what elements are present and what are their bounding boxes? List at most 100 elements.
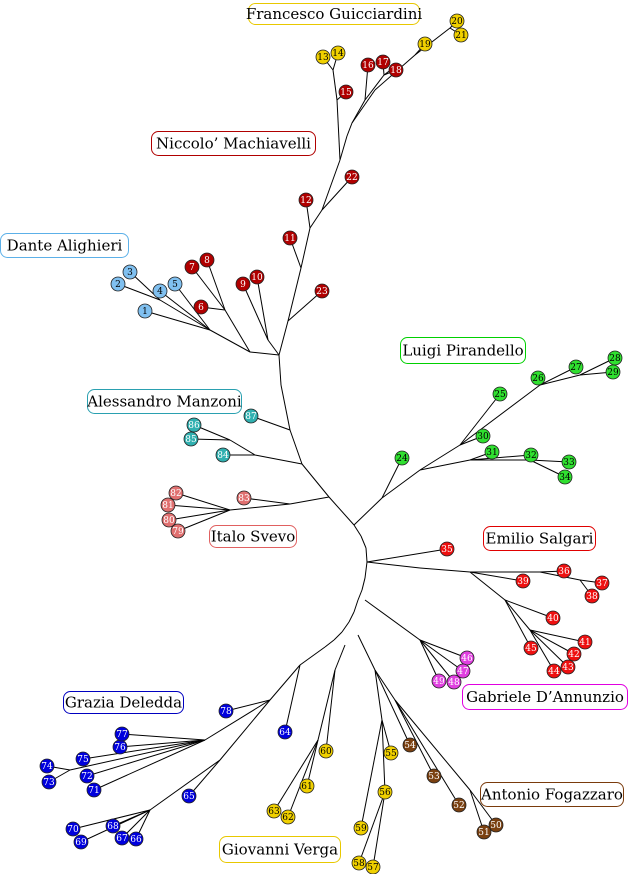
leaf-node: 36 <box>556 563 572 579</box>
leaf-node-label: 57 <box>367 863 379 873</box>
leaf-node: 14 <box>330 45 346 61</box>
branch-line <box>364 74 385 101</box>
leaf-node-label: 9 <box>240 280 246 290</box>
branch-line <box>419 639 468 659</box>
leaf-node-circle <box>594 575 610 591</box>
branch-line <box>144 310 211 331</box>
leaf-node-label: 77 <box>116 730 128 740</box>
branch-line <box>204 699 271 741</box>
leaf-node: 24 <box>394 450 410 466</box>
leaf-node-circle <box>515 573 531 589</box>
branch-line <box>372 791 386 868</box>
branch-line <box>381 469 421 499</box>
branch-line <box>360 719 383 829</box>
branch-line <box>167 504 231 511</box>
leaf-node: 46 <box>459 650 475 666</box>
author-name: Luigi Pirandello <box>402 342 523 360</box>
leaf-node: 69 <box>73 834 89 850</box>
leaf-node: 45 <box>523 640 539 656</box>
author-name: Niccolo’ Machiavelli <box>156 135 311 153</box>
leaf-node-label: 79 <box>172 527 184 537</box>
branch-line <box>414 27 451 56</box>
leaf-node-circle <box>330 45 346 61</box>
branch-line <box>287 267 302 322</box>
leaf-node-label: 42 <box>568 650 579 660</box>
leaf-node-label: 24 <box>396 454 408 464</box>
leaf-node: 62 <box>280 809 296 825</box>
leaf-node-label: 36 <box>558 567 570 577</box>
leaf-node: 81 <box>160 497 176 513</box>
branch-line <box>394 699 435 777</box>
author-label-fogazzaro: Antonio Fogazzaro <box>480 782 624 807</box>
author-label-salgari: Emilio Salgari <box>483 526 596 551</box>
leaf-node-circle <box>556 563 572 579</box>
branch-line <box>357 589 363 601</box>
leaf-node-circle <box>266 803 282 819</box>
branch-line <box>357 634 376 671</box>
branch-line <box>280 384 291 431</box>
leaf-node: 53 <box>426 768 442 784</box>
leaf-node-circle <box>375 54 391 70</box>
leaf-node: 51 <box>476 824 492 840</box>
leaf-node: 21 <box>453 27 469 43</box>
leaf-node: 61 <box>299 778 315 794</box>
leaf-node-label: 68 <box>107 822 119 832</box>
leaf-node-label: 49 <box>433 677 445 687</box>
leaf-node-circle <box>523 447 539 463</box>
leaf-node-circle <box>377 784 393 800</box>
leaf-node-label: 41 <box>579 638 590 648</box>
leaf-node: 1 <box>137 303 153 319</box>
leaf-node-label: 61 <box>301 782 312 792</box>
branch-line <box>300 227 311 269</box>
branch-line <box>358 791 386 864</box>
leaf-node-label: 52 <box>453 801 464 811</box>
leaf-node-label: 58 <box>353 859 365 869</box>
leaf-node-circle <box>451 797 467 813</box>
leaf-node: 80 <box>161 512 177 528</box>
leaf-node-circle <box>584 588 600 604</box>
leaf-node: 47 <box>455 663 471 679</box>
leaf-node-circle <box>167 276 183 292</box>
branch-line <box>325 669 336 752</box>
leaf-node-circle <box>215 447 231 463</box>
author-label-box <box>483 526 596 551</box>
leaf-node: 26 <box>530 370 546 386</box>
leaf-node-circle <box>568 359 584 375</box>
leaf-node-circle <box>394 450 410 466</box>
leaf-node-label: 71 <box>88 786 99 796</box>
author-label-box <box>219 836 341 863</box>
leaf-node: 29 <box>605 364 621 380</box>
branch-line <box>219 699 271 761</box>
branch-line <box>309 209 323 229</box>
branch-line <box>93 739 206 791</box>
leaf-node-circle <box>236 490 252 506</box>
branch-line <box>229 439 256 456</box>
leaf-node-circle <box>492 386 508 402</box>
branch-line <box>82 739 206 760</box>
branch-line <box>224 309 251 353</box>
leaf-node: 19 <box>417 36 433 52</box>
branch-line <box>209 329 251 353</box>
leaf-node-circle <box>114 830 130 846</box>
leaf-node-circle <box>314 283 330 299</box>
branch-line <box>459 384 541 446</box>
leaf-node: 8 <box>199 252 215 268</box>
branch-line <box>364 561 368 579</box>
author-label-box <box>87 389 242 414</box>
leaf-node-label: 2 <box>115 280 121 290</box>
leaf-node: 68 <box>105 818 121 834</box>
leaf-node-circle <box>39 758 55 774</box>
leaf-node-label: 66 <box>130 835 142 845</box>
leaf-node-label: 32 <box>525 451 536 461</box>
leaf-node: 58 <box>351 855 367 871</box>
branch-line <box>243 497 291 505</box>
leaf-node-label: 59 <box>355 824 367 834</box>
leaf-node-label: 23 <box>316 287 328 297</box>
branch-line <box>174 283 211 331</box>
leaf-node: 22 <box>344 169 360 185</box>
leaf-node-label: 82 <box>170 489 181 499</box>
branch-line <box>374 669 383 721</box>
leaf-node: 15 <box>338 84 354 100</box>
leaf-node-label: 27 <box>570 363 582 373</box>
leaf-node-label: 85 <box>185 435 197 445</box>
